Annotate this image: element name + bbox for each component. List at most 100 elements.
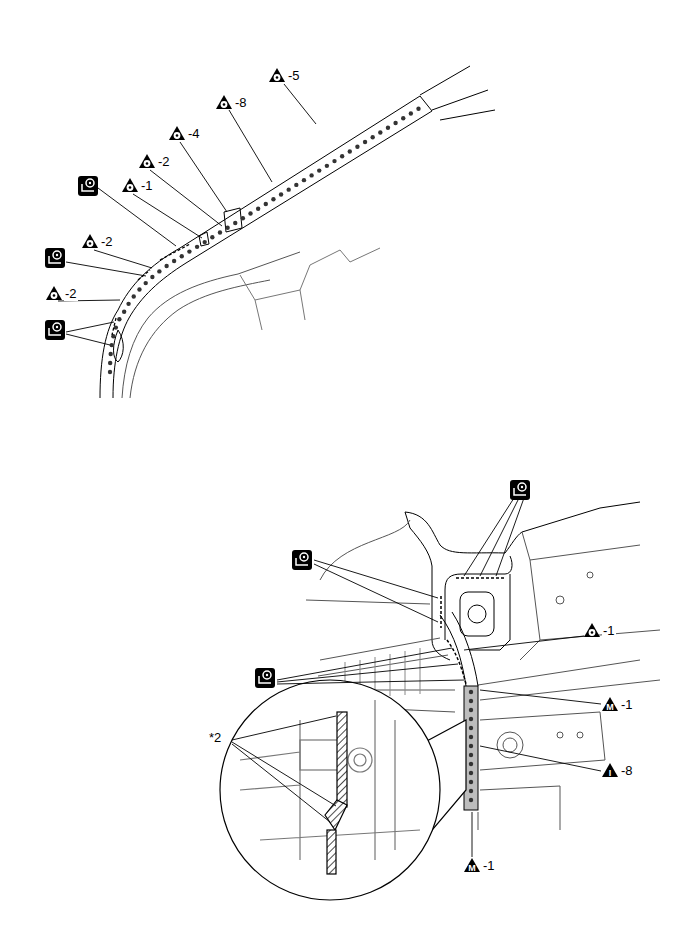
weld-spots (286, 187, 290, 191)
rear-body-drawing (587, 572, 593, 578)
weld-spots (218, 230, 222, 234)
spot-weld-symbol (221, 101, 228, 108)
weld-spots (279, 192, 283, 196)
leader-lines (180, 142, 227, 212)
spot-weld-symbol (589, 629, 596, 636)
callout-number: -1 (140, 178, 154, 193)
weld-spots (469, 690, 473, 694)
sealer-symbol (521, 486, 523, 488)
leader-lines (284, 84, 316, 124)
spot-weld-symbol (584, 623, 600, 637)
spot-weld-symbol (274, 74, 281, 81)
weld-spots (469, 708, 473, 712)
rear-body-drawing (478, 786, 560, 830)
weld-spots (469, 735, 473, 739)
weld-spots (469, 690, 473, 802)
sealer-symbol (78, 176, 98, 196)
callout-number: -5 (287, 68, 301, 83)
weld-spots (241, 216, 245, 220)
leader-lines (94, 250, 152, 268)
symbol-letter: M (606, 702, 614, 712)
sealer-symbol (82, 184, 94, 191)
sealer-symbol (53, 251, 61, 259)
weld-spots (469, 762, 473, 766)
weld-spots (294, 183, 298, 187)
weld-spots (172, 259, 176, 263)
weld-spots (469, 798, 473, 802)
weld-spots (110, 343, 114, 347)
roof-rail-drawing (420, 96, 432, 111)
roof-rail-drawing (113, 111, 432, 398)
roof-rail-drawing (310, 248, 380, 265)
detail-magnifier (375, 700, 395, 860)
sealer-symbol (266, 674, 268, 676)
callout-number: -1 (620, 697, 634, 712)
weld-spots (108, 352, 112, 356)
rear-body-drawing (577, 732, 583, 738)
weld-spots (409, 111, 413, 115)
sealer-symbol (53, 323, 61, 331)
callout-number: -2 (64, 286, 78, 301)
weld-spots (195, 245, 199, 249)
spot-weld-symbol (139, 154, 155, 168)
weld-spots (137, 287, 141, 291)
sealer-symbol (514, 488, 526, 495)
weld-spots (469, 699, 473, 703)
weld-spots (469, 771, 473, 775)
sealer-seams (441, 578, 504, 684)
weld-spots (401, 116, 405, 120)
weld-spots (386, 126, 390, 130)
leader-lines (150, 170, 222, 226)
leader-lines (277, 648, 464, 684)
rear-body-drawing (468, 605, 486, 623)
weld-type-symbol (602, 763, 618, 777)
weld-spots (187, 249, 191, 253)
rear-body-drawing (556, 596, 564, 604)
sealer-seams (447, 640, 466, 684)
spot-weld-symbol (46, 68, 600, 637)
spot-weld-symbol (144, 160, 151, 167)
sealer-symbol (255, 668, 275, 688)
rear-body-drawing (445, 556, 512, 640)
rear-body-drawing (460, 592, 494, 636)
weld-spots (332, 159, 336, 163)
sealer-seams (112, 244, 190, 335)
weld-spots (122, 310, 126, 314)
weld-spots (225, 226, 229, 230)
weld-spots (108, 370, 112, 374)
spot-weld-symbol (174, 132, 181, 139)
spot-weld-symbol (82, 234, 98, 248)
callout-number: -1 (602, 623, 616, 638)
sealer-symbol (49, 328, 61, 335)
weld-spots (325, 164, 329, 168)
sealer-symbol (45, 320, 65, 340)
roof-rail-drawing (100, 66, 495, 398)
sealer-seams (440, 596, 442, 628)
weld-spots (355, 145, 359, 149)
weld-spots (108, 361, 112, 365)
weld-spots (157, 269, 161, 273)
sealer-symbol (292, 550, 312, 570)
weld-spots (150, 275, 154, 279)
leader-lines (229, 110, 272, 182)
rear-body-drawing (405, 512, 432, 566)
weld-type-symbol (464, 858, 480, 872)
spot-weld-symbol (276, 76, 279, 79)
illustration (110, 104, 426, 372)
spot-weld-symbol (223, 103, 226, 106)
weld-spots (144, 281, 148, 285)
sealer-symbol (263, 671, 271, 679)
weld-spots (256, 207, 260, 211)
weld-spots (348, 149, 352, 153)
spot-weld-symbol (591, 631, 594, 634)
weld-spots (469, 744, 473, 748)
leader-lines (464, 636, 584, 650)
weld-spots (132, 294, 136, 298)
weld-spots (108, 106, 421, 374)
detail-magnifier (348, 748, 372, 772)
rear-body-drawing (440, 615, 466, 686)
leader-lines (480, 746, 601, 771)
weld-spots (271, 197, 275, 201)
